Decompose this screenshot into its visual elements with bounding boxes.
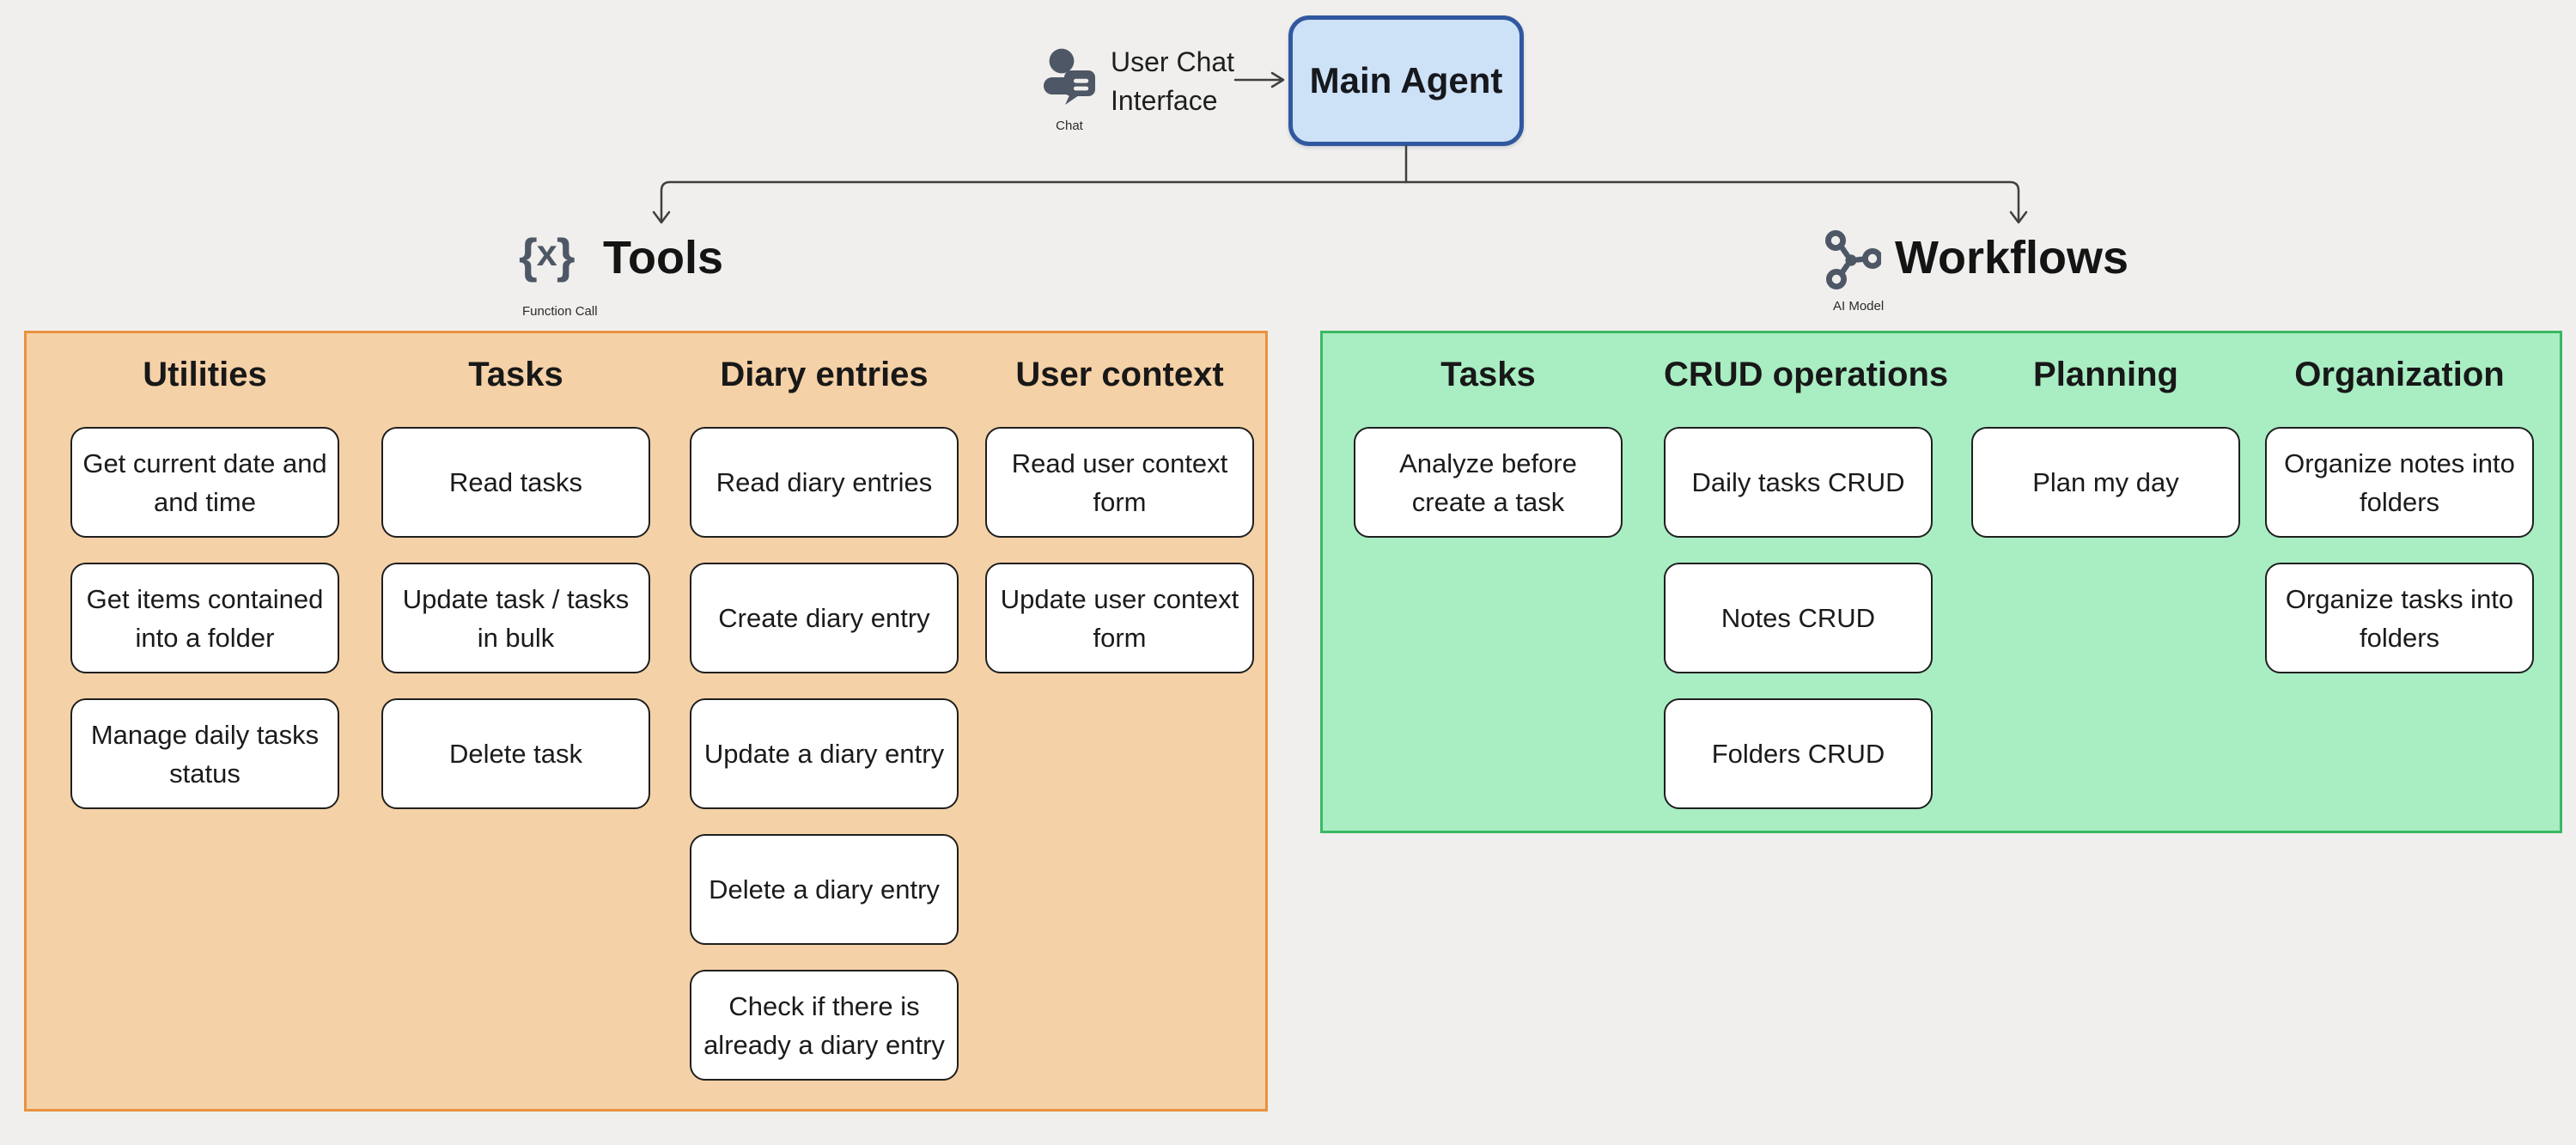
node-analyze-before-create-a-task: Analyze before create a task: [1354, 427, 1623, 538]
column-header: Planning: [2033, 356, 2178, 393]
x-glyph: x: [536, 233, 557, 274]
node-create-diary-entry: Create diary entry: [690, 563, 959, 673]
arrowhead-workflows: [2009, 210, 2028, 224]
node-update-user-context-form: Update user context form: [985, 563, 1254, 673]
tools-section-title: Tools: [603, 232, 723, 283]
column-header: Organization: [2294, 356, 2505, 393]
node-plan-my-day: Plan my day: [1971, 427, 2240, 538]
column-header: CRUD operations: [1664, 356, 1949, 393]
workflows-section-subtitle: AI Model: [1833, 299, 1885, 314]
node-check-if-there-is-already-a-diary-entry: Check if there is already a diary entry: [690, 970, 959, 1081]
column-header: Tasks: [468, 356, 563, 393]
chat-icon: [1040, 47, 1099, 119]
node-folders-crud: Folders CRUD: [1664, 698, 1933, 809]
workflows-section-title: Workflows: [1895, 232, 2129, 283]
node-manage-daily-tasks-status: Manage daily tasks status: [70, 698, 339, 809]
node-read-tasks: Read tasks: [381, 427, 650, 538]
waypoints-icon: [1824, 229, 1884, 295]
function-braces-icon: {x}: [519, 228, 575, 283]
chat-icon-svg: [1044, 48, 1095, 105]
node-notes-crud: Notes CRUD: [1664, 563, 1933, 673]
brace-right-glyph: }: [556, 228, 575, 283]
tools-section-subtitle: Function Call: [522, 304, 598, 319]
node-update-task-tasks-in-bulk: Update task / tasks in bulk: [381, 563, 650, 673]
waypoints-icon-svg: [1824, 229, 1884, 290]
main-agent-label: Main Agent: [1309, 60, 1503, 100]
arrowhead-tools: [652, 210, 671, 224]
column-header: Tasks: [1440, 356, 1536, 393]
column-header: Utilities: [143, 356, 267, 393]
node-get-items-contained-into-a-folder: Get items contained into a folder: [70, 563, 339, 673]
node-get-current-date-and-and-time: Get current date and and time: [70, 427, 339, 538]
node-read-diary-entries: Read diary entries: [690, 427, 959, 538]
brace-left-glyph: {: [519, 228, 538, 283]
user-chat-interface-label: User Chat Interface: [1111, 46, 1235, 116]
column-header: Diary entries: [720, 356, 929, 393]
node-delete-a-diary-entry: Delete a diary entry: [690, 834, 959, 945]
node-daily-tasks-crud: Daily tasks CRUD: [1664, 427, 1933, 538]
node-delete-task: Delete task: [381, 698, 650, 809]
node-read-user-context-form: Read user context form: [985, 427, 1254, 538]
main-agent-node: Main Agent: [1288, 15, 1524, 146]
node-organize-tasks-into-folders: Organize tasks into folders: [2265, 563, 2534, 673]
node-organize-notes-into-folders: Organize notes into folders: [2265, 427, 2534, 538]
arrowhead-agent: [1270, 71, 1285, 88]
column-header: User context: [1015, 356, 1224, 393]
connector-branch: [660, 180, 2020, 222]
chat-icon-label: Chat: [1056, 119, 1083, 133]
node-update-a-diary-entry: Update a diary entry: [690, 698, 959, 809]
